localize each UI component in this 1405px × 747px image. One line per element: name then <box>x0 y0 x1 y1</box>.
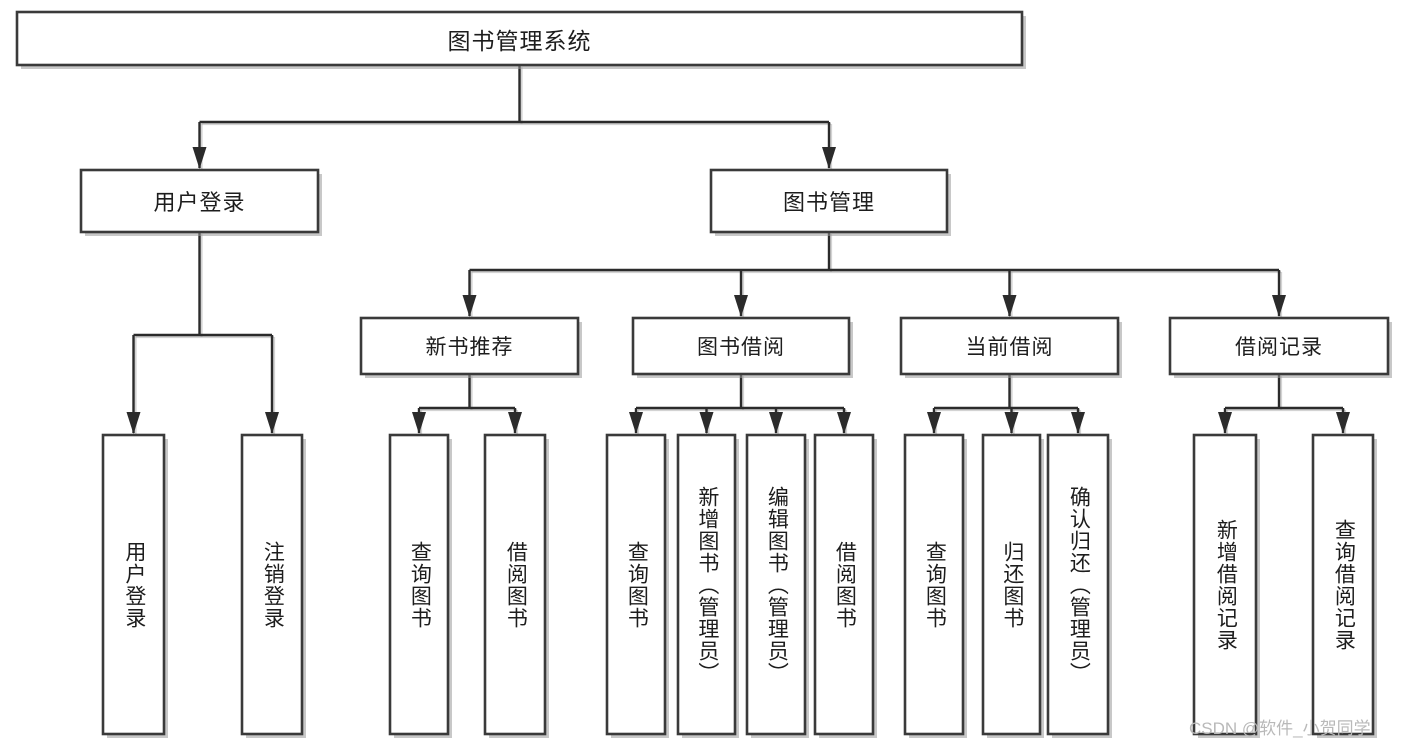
leaf-node-box-2[interactable] <box>388 433 450 736</box>
root-node-box[interactable] <box>15 10 1024 67</box>
arrow-head-icon <box>412 412 426 434</box>
leaf-node-box-4[interactable] <box>605 433 667 736</box>
leaf-node-box-1[interactable] <box>240 433 304 736</box>
arrow-head-icon <box>462 295 477 317</box>
arrow-head-icon <box>699 412 714 434</box>
arrow-head-icon <box>1218 412 1232 434</box>
leaf-node-box-0[interactable] <box>101 433 166 736</box>
leaf-node-box-7[interactable] <box>813 433 875 736</box>
level2-node-box-1[interactable] <box>709 168 949 234</box>
level3-node-box-2[interactable] <box>899 316 1120 376</box>
leaf-node-box-3[interactable] <box>483 433 547 736</box>
arrow-head-icon <box>126 412 141 434</box>
leaf-node-box-12[interactable] <box>1311 433 1375 736</box>
arrow-head-icon <box>629 412 643 434</box>
level2-node-box-0[interactable] <box>79 168 320 234</box>
level3-node-box-0[interactable] <box>359 316 580 376</box>
leaf-node-box-5[interactable] <box>676 433 737 736</box>
level3-node-box-1[interactable] <box>631 316 851 376</box>
arrow-head-icon <box>508 412 522 434</box>
arrow-head-icon <box>822 147 836 169</box>
arrow-head-icon <box>265 412 279 434</box>
leaf-node-box-8[interactable] <box>903 433 965 736</box>
leaf-node-box-9[interactable] <box>981 433 1042 736</box>
level3-node-box-3[interactable] <box>1168 316 1390 376</box>
leaf-node-box-10[interactable] <box>1046 433 1110 736</box>
arrow-head-icon <box>769 412 783 434</box>
arrow-head-icon <box>734 295 748 317</box>
arrow-head-icon <box>1004 412 1019 434</box>
connector-layer <box>126 65 1350 435</box>
arrow-head-icon <box>192 147 207 169</box>
arrow-head-icon <box>837 412 851 434</box>
arrow-head-icon <box>1002 295 1017 317</box>
leaf-node-box-11[interactable] <box>1192 433 1258 736</box>
arrow-head-icon <box>927 412 941 434</box>
node-box-layer <box>15 10 1392 738</box>
arrow-head-icon <box>1272 295 1286 317</box>
arrow-head-icon <box>1071 412 1085 434</box>
arrow-head-icon <box>1336 412 1350 434</box>
leaf-node-box-6[interactable] <box>745 433 807 736</box>
